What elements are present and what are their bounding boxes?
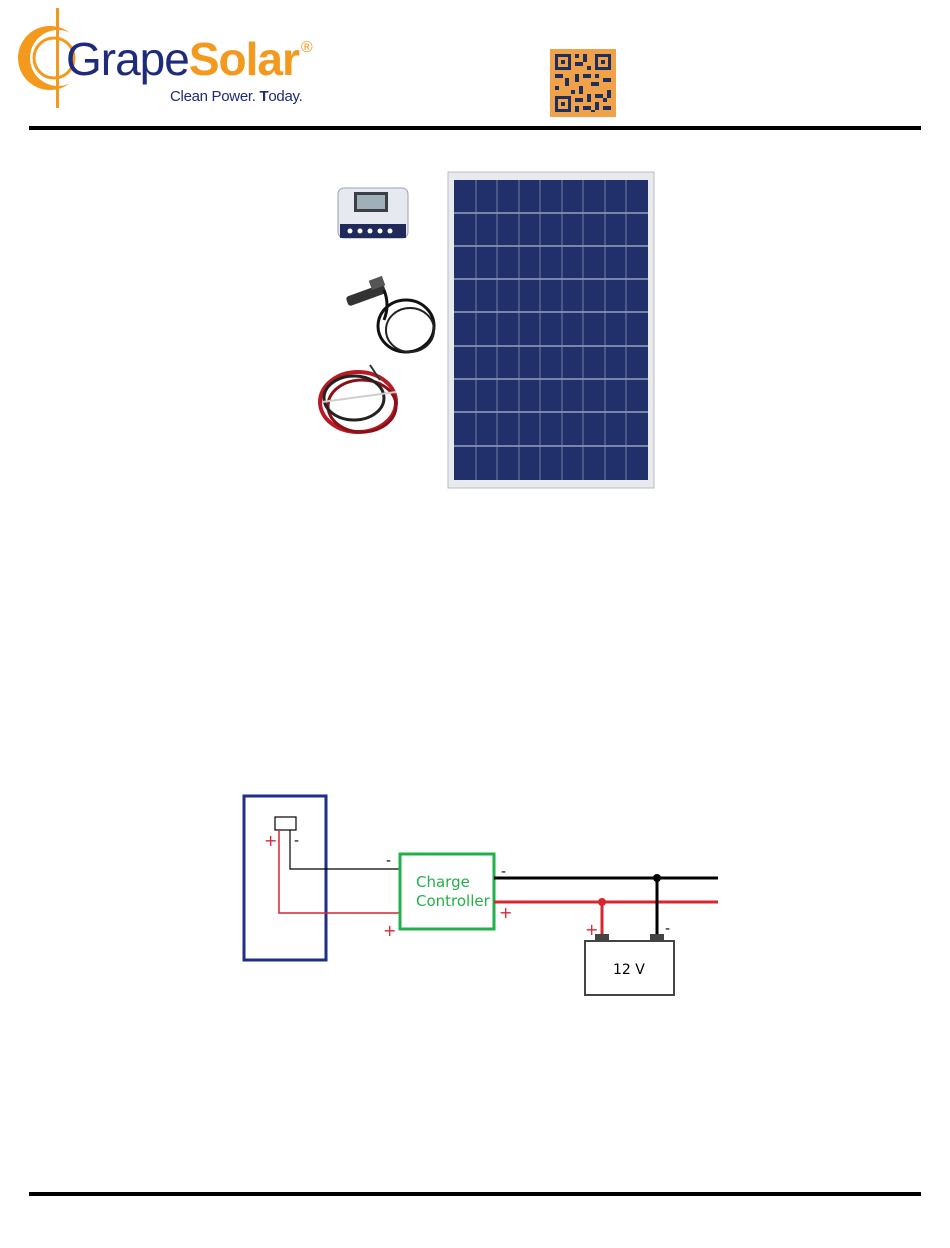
footer-divider <box>29 1192 921 1196</box>
controller-label-line1: Charge <box>416 873 470 891</box>
controller-out-minus-label: - <box>501 864 506 880</box>
battery-plus-label: + <box>585 920 598 939</box>
panel-plus-label: + <box>264 831 277 850</box>
brand-name-grape: Grape <box>66 33 189 85</box>
battery-voltage-label: 12 V <box>613 962 645 978</box>
grape-solar-logo: GrapeSolar® Clean Power. Today. <box>14 6 334 110</box>
mc4-cable-icon <box>345 276 434 352</box>
battery-cable-icon <box>320 365 396 432</box>
controller-in-plus-label: + <box>383 921 396 940</box>
registered-mark: ® <box>301 39 312 56</box>
battery-minus-label: - <box>665 921 670 937</box>
charge-controller-icon <box>338 188 408 238</box>
brand-tagline: Clean Power. Today. <box>170 88 302 105</box>
product-photo <box>310 170 660 490</box>
qr-code-icon <box>550 49 616 117</box>
brand-name: GrapeSolar® <box>66 36 312 82</box>
panel-minus-label: - <box>294 833 299 849</box>
diagram-solar-panel <box>244 796 326 960</box>
controller-out-plus-label: + <box>499 903 512 922</box>
wiring-diagram: - + - + Charge Controller - + + - 12 V <box>240 792 722 1002</box>
solar-panel-icon <box>448 172 654 488</box>
header-divider <box>29 126 921 130</box>
brand-name-solar: Solar <box>189 33 299 85</box>
controller-in-minus-label: - <box>386 853 391 869</box>
diagram-junction-box <box>275 817 296 830</box>
battery-negative-terminal <box>650 934 664 941</box>
panel-negative-wire <box>290 830 400 869</box>
controller-label-line2: Controller <box>416 892 491 910</box>
